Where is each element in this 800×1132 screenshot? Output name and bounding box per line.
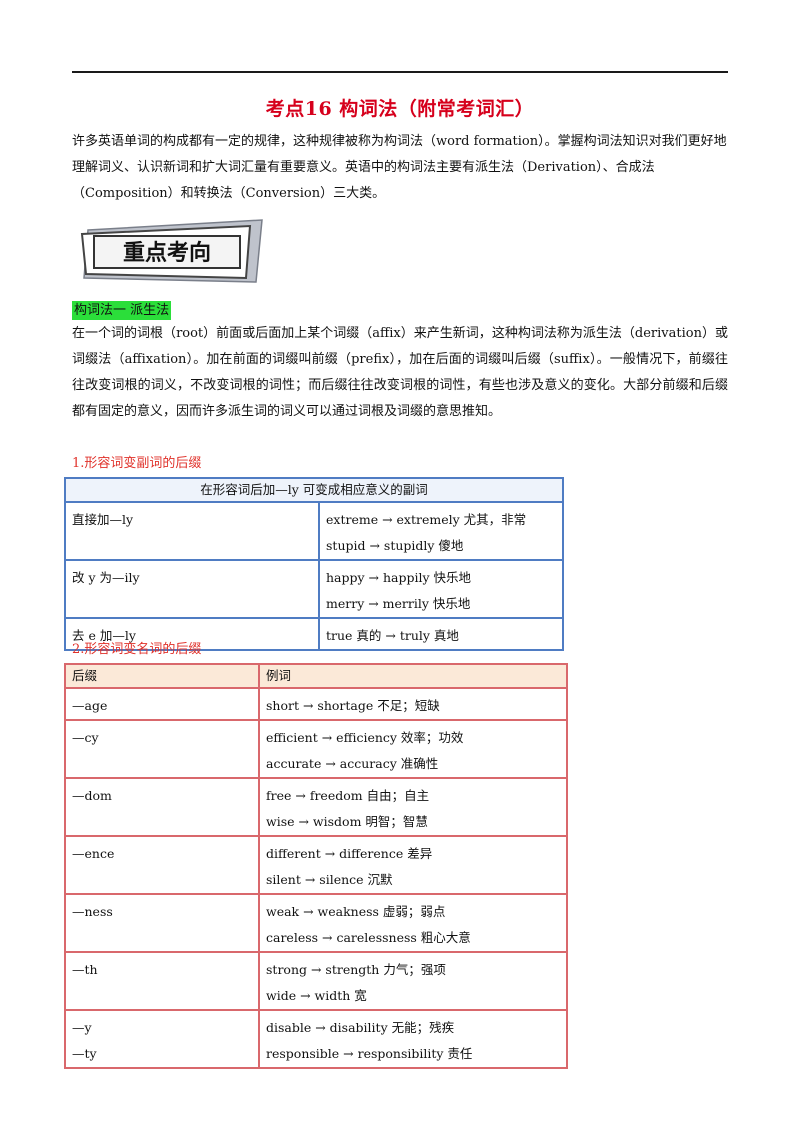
table-row: 去 e 加—ly true 真的 → truly 真地 <box>64 617 564 651</box>
examples-cell: disable → disability 无能；残疾 responsible →… <box>258 1009 568 1069</box>
suffix-text: —ness <box>72 904 113 919</box>
column-header-suffix: 后缀 <box>64 663 260 689</box>
example-text: responsible → responsibility 责任 <box>266 1046 473 1061</box>
section-label-derivation: 构词法一 派生法 <box>72 301 172 320</box>
subheading-adj-to-adv: 1.形容词变副词的后缀 <box>72 456 202 471</box>
example-text: accurate → accuracy 准确性 <box>266 756 439 771</box>
example-text: free → freedom 自由；自主 <box>266 788 430 803</box>
example-text: silent → silence 沉默 <box>266 872 393 887</box>
subheading-adj-to-noun: 2.形容词变名词的后缀 <box>72 642 202 657</box>
examples-cell: strong → strength 力气；强项 wide → width 宽 <box>258 951 568 1011</box>
suffix-text: —cy <box>72 730 99 745</box>
derivation-paragraph: 在一个词的词根（root）前面或后面加上某个词缀（affix）来产生新词，这种构… <box>72 326 728 419</box>
example-text: short → shortage 不足；短缺 <box>266 698 440 713</box>
examples-cell: weak → weakness 虚弱；弱点 careless → careles… <box>258 893 568 953</box>
example-text: weak → weakness 虚弱；弱点 <box>266 904 446 919</box>
example-text: strong → strength 力气；强项 <box>266 962 446 977</box>
table2-header-row: 后缀 例词 <box>64 663 568 689</box>
badge-label: 重点考向 <box>123 240 211 266</box>
examples-cell: free → freedom 自由；自主 wise → wisdom 明智；智慧 <box>258 777 568 837</box>
table-row: —cy efficient → efficiency 效率；功效 accurat… <box>64 719 568 779</box>
suffix-cell: —ence <box>64 835 260 895</box>
example-text: wide → width 宽 <box>266 988 367 1003</box>
intro-paragraph: 许多英语单词的构成都有一定的规律，这种规律被称为构词法（word formati… <box>72 134 727 201</box>
adj-to-adv-table: 在形容词后加—ly 可变成相应意义的副词 直接加—ly extreme → ex… <box>64 477 564 651</box>
suffix-cell: —ness <box>64 893 260 953</box>
examples-cell: happy → happily 快乐地 merry → merrily 快乐地 <box>318 559 564 619</box>
table-row: —ness weak → weakness 虚弱；弱点 careless → c… <box>64 893 568 953</box>
rule-cell: 去 e 加—ly <box>64 617 320 651</box>
suffix-cell: —dom <box>64 777 260 837</box>
examples-cell: true 真的 → truly 真地 <box>318 617 564 651</box>
example-text: efficient → efficiency 效率；功效 <box>266 730 464 745</box>
example-text: happy → happily 快乐地 <box>326 570 472 585</box>
suffix-text: —y <box>72 1020 92 1035</box>
suffix-cell: —th <box>64 951 260 1011</box>
suffix-cell: —age <box>64 687 260 721</box>
table-row: —th strong → strength 力气；强项 wide → width… <box>64 951 568 1011</box>
suffix-text: —dom <box>72 788 112 803</box>
table-row: —y —ty disable → disability 无能；残疾 respon… <box>64 1009 568 1069</box>
suffix-text: —age <box>72 698 108 713</box>
table1-header: 在形容词后加—ly 可变成相应意义的副词 <box>64 477 564 503</box>
example-text: disable → disability 无能；残疾 <box>266 1020 455 1035</box>
table-row: 直接加—ly extreme → extremely 尤其，非常 stupid … <box>64 501 564 561</box>
suffix-text: —th <box>72 962 98 977</box>
column-header-examples: 例词 <box>258 663 568 689</box>
example-text: stupid → stupidly 傻地 <box>326 538 464 553</box>
rule-cell: 改 y 为—ily <box>64 559 320 619</box>
table-row: 改 y 为—ily happy → happily 快乐地 merry → me… <box>64 559 564 619</box>
table-row: —ence different → difference 差异 silent →… <box>64 835 568 895</box>
suffix-text: —ty <box>72 1046 97 1061</box>
example-text: true 真的 → truly 真地 <box>326 628 459 643</box>
example-text: extreme → extremely 尤其，非常 <box>326 512 527 527</box>
suffix-cell: —cy <box>64 719 260 779</box>
page-title: 考点16 构词法（附常考词汇） <box>265 98 535 120</box>
suffix-cell: —y —ty <box>64 1009 260 1069</box>
rule-cell: 直接加—ly <box>64 501 320 561</box>
example-text: merry → merrily 快乐地 <box>326 596 471 611</box>
example-text: different → difference 差异 <box>266 846 433 861</box>
table-row: —age short → shortage 不足；短缺 <box>64 687 568 721</box>
examples-cell: different → difference 差异 silent → silen… <box>258 835 568 895</box>
examples-cell: extreme → extremely 尤其，非常 stupid → stupi… <box>318 501 564 561</box>
table-row: —dom free → freedom 自由；自主 wise → wisdom … <box>64 777 568 837</box>
top-rule <box>72 71 728 73</box>
example-text: wise → wisdom 明智；智慧 <box>266 814 428 829</box>
examples-cell: efficient → efficiency 效率；功效 accurate → … <box>258 719 568 779</box>
key-points-badge: 重点考向 <box>80 219 263 283</box>
example-text: careless → carelessness 粗心大意 <box>266 930 471 945</box>
examples-cell: short → shortage 不足；短缺 <box>258 687 568 721</box>
adj-to-noun-table: 后缀 例词 —age short → shortage 不足；短缺 —cy ef… <box>64 663 568 1069</box>
badge-inner <box>93 235 241 269</box>
suffix-text: —ence <box>72 846 115 861</box>
